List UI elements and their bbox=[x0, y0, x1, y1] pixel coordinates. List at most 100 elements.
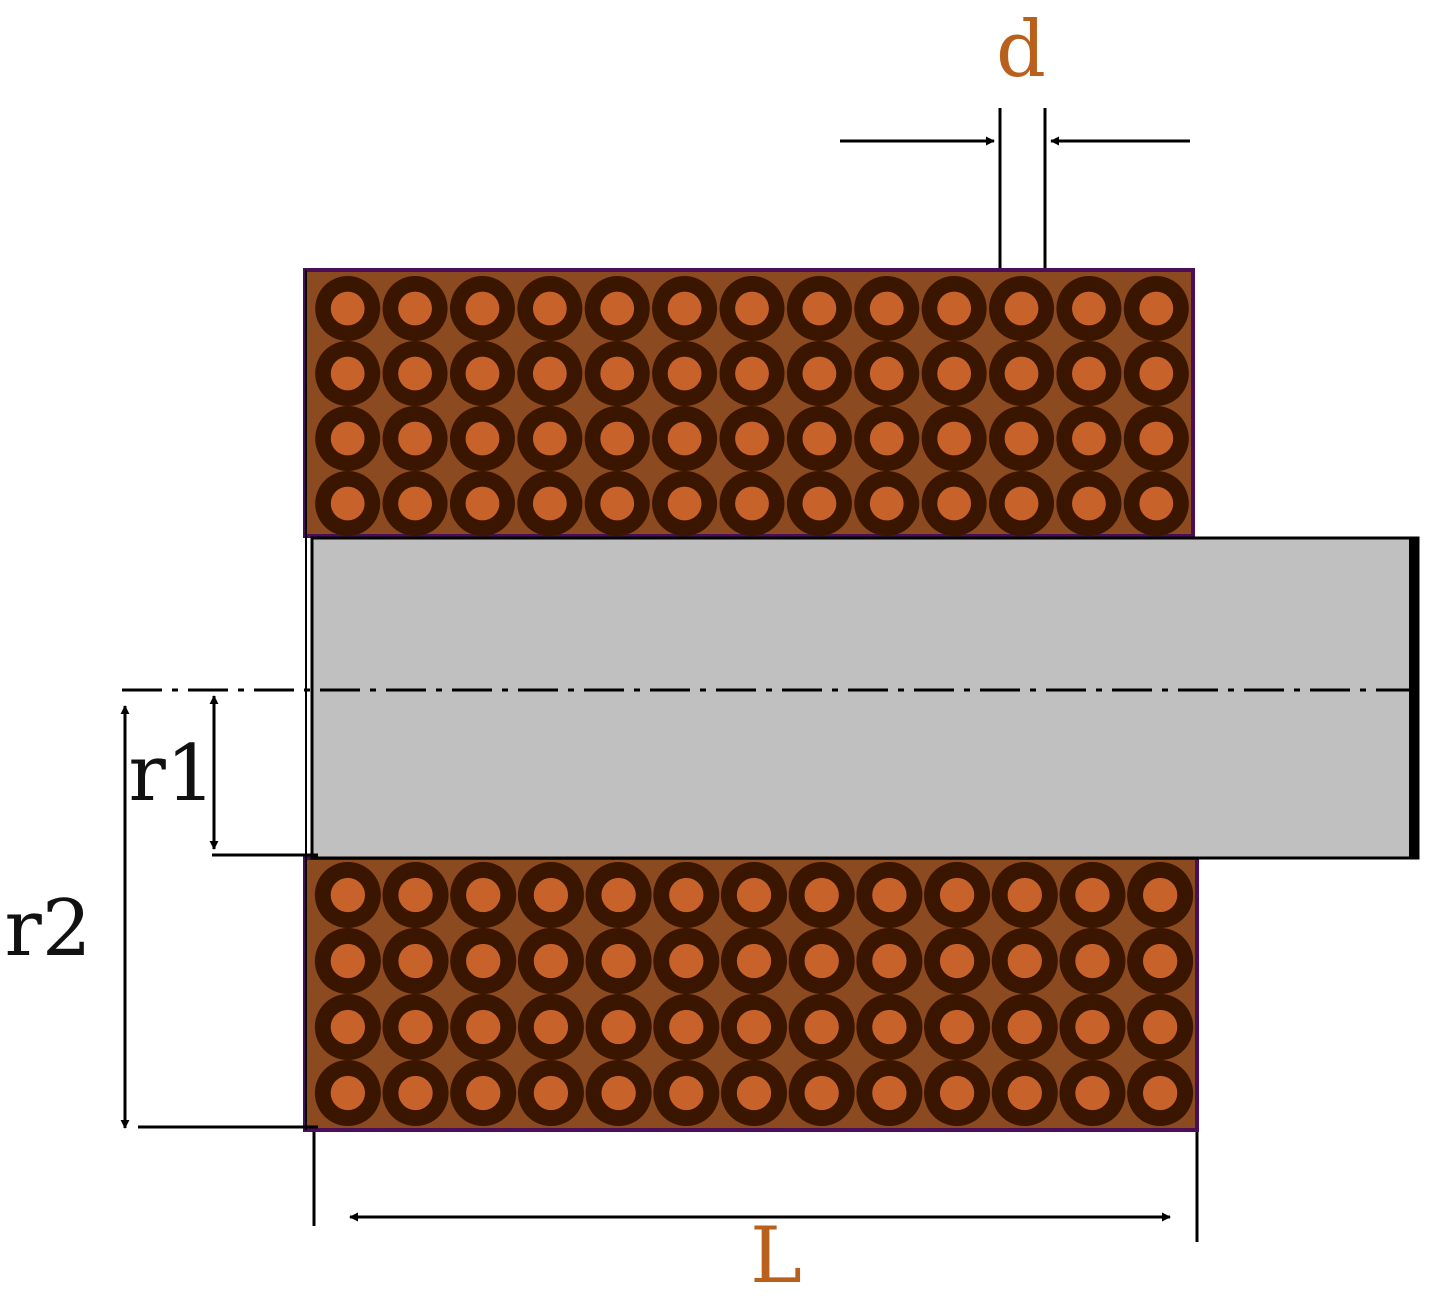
upper-wire-turn-conductor bbox=[1004, 291, 1039, 326]
upper-wire-turn-conductor bbox=[735, 356, 769, 391]
upper-wire-turn-conductor bbox=[398, 291, 432, 326]
lower-wire-turn-conductor bbox=[398, 1009, 433, 1045]
upper-wire-turn-conductor bbox=[532, 291, 567, 326]
lower-wire-turn-conductor bbox=[330, 1009, 366, 1045]
upper-wire-turn-conductor bbox=[1072, 421, 1106, 456]
lower-wire-turn-conductor bbox=[804, 877, 839, 913]
upper-wire-turn-conductor bbox=[600, 486, 635, 521]
upper-wire-turn-conductor bbox=[1139, 421, 1174, 456]
lower-wire-turn-conductor bbox=[1007, 943, 1042, 979]
d-dimension: d bbox=[840, 5, 1190, 268]
lower-wire-turn-conductor bbox=[1007, 1075, 1042, 1111]
upper-wire-turn-conductor bbox=[802, 421, 837, 456]
lower-wire-turn-conductor bbox=[736, 1009, 772, 1045]
lower-wire-turn-conductor bbox=[398, 1075, 433, 1111]
upper-wire-turn-conductor bbox=[330, 356, 365, 391]
upper-wire-turn-conductor bbox=[735, 486, 769, 521]
lower-wire-turn-conductor bbox=[872, 877, 907, 913]
lower-wire-turn-conductor bbox=[804, 943, 839, 979]
lower-wire-turn-conductor bbox=[804, 1075, 839, 1111]
core-shaft bbox=[310, 536, 1420, 860]
upper-wire-turn-conductor bbox=[937, 421, 972, 456]
lower-wire-turn-conductor bbox=[330, 877, 366, 913]
l-dimension: L bbox=[312, 1132, 1199, 1299]
d-label: d bbox=[996, 5, 1046, 95]
lower-wire-turn-conductor bbox=[939, 877, 975, 913]
lower-wire-turn-conductor bbox=[533, 877, 569, 913]
upper-wire-turn-conductor bbox=[398, 421, 432, 456]
upper-wire-turn-conductor bbox=[667, 291, 702, 326]
upper-wire-turn-conductor bbox=[667, 486, 702, 521]
lower-wire-turn-conductor bbox=[736, 877, 772, 913]
lower-wire-turn-conductor bbox=[1075, 1075, 1110, 1111]
upper-wire-turn-conductor bbox=[465, 486, 500, 521]
upper-wire-turn-conductor bbox=[1139, 291, 1174, 326]
lower-wire-turn-conductor bbox=[872, 943, 907, 979]
upper-wire-turn-conductor bbox=[532, 356, 567, 391]
upper-wire-turn-conductor bbox=[802, 486, 837, 521]
upper-wire-turn-conductor bbox=[1072, 486, 1106, 521]
lower-wire-turn-conductor bbox=[466, 1075, 501, 1111]
upper-wire-turn-conductor bbox=[330, 291, 365, 326]
lower-wire-turn-conductor bbox=[939, 1075, 975, 1111]
upper-wire-turn-conductor bbox=[667, 356, 702, 391]
r2-label: r2 bbox=[5, 884, 92, 974]
upper-wire-turn-conductor bbox=[1004, 356, 1039, 391]
lower-wire-turn-conductor bbox=[466, 877, 501, 913]
lower-wire-turn-conductor bbox=[1142, 1009, 1178, 1045]
upper-wire-turn-conductor bbox=[869, 291, 904, 326]
upper-wire-turn-conductor bbox=[1004, 421, 1039, 456]
lower-wire-turn-conductor bbox=[601, 1009, 636, 1045]
r1-label: r1 bbox=[129, 729, 216, 819]
r2-dimension: r2 bbox=[5, 705, 318, 1129]
lower-wire-turn-conductor bbox=[939, 1009, 975, 1045]
upper-wire-turn-conductor bbox=[398, 486, 432, 521]
lower-wire-turn-conductor bbox=[398, 943, 433, 979]
upper-wire-turn-conductor bbox=[465, 356, 500, 391]
lower-wire-turn-conductor bbox=[669, 943, 704, 979]
upper-wire-turn-conductor bbox=[937, 356, 972, 391]
upper-wire-turn-conductor bbox=[1139, 486, 1174, 521]
l-label: L bbox=[750, 1211, 802, 1299]
lower-wire-turn-conductor bbox=[601, 943, 636, 979]
upper-wire-turn-conductor bbox=[600, 356, 635, 391]
lower-winding-layer bbox=[303, 856, 1199, 1132]
upper-wire-turn-conductor bbox=[465, 421, 500, 456]
lower-wire-turn-conductor bbox=[736, 943, 772, 979]
lower-wire-turn-conductor bbox=[533, 943, 569, 979]
upper-wire-turn-conductor bbox=[1139, 356, 1174, 391]
upper-wire-turns bbox=[315, 276, 1189, 536]
upper-wire-turn-conductor bbox=[869, 356, 904, 391]
lower-wire-turn-conductor bbox=[466, 1009, 501, 1045]
lower-wire-turn-conductor bbox=[330, 943, 366, 979]
lower-wire-turn-conductor bbox=[330, 1075, 366, 1111]
lower-wire-turn-conductor bbox=[1075, 943, 1110, 979]
upper-wire-turn-conductor bbox=[398, 356, 432, 391]
upper-wire-turn-conductor bbox=[735, 291, 769, 326]
lower-wire-turn-conductor bbox=[533, 1009, 569, 1045]
upper-wire-turn-conductor bbox=[937, 486, 972, 521]
lower-wire-turn-conductor bbox=[1007, 877, 1042, 913]
upper-wire-turn-conductor bbox=[1072, 356, 1106, 391]
lower-wire-turn-conductor bbox=[736, 1075, 772, 1111]
lower-wire-turn-conductor bbox=[669, 1009, 704, 1045]
upper-wire-turn-conductor bbox=[869, 486, 904, 521]
lower-wire-turn-conductor bbox=[1142, 1075, 1178, 1111]
upper-wire-turn-conductor bbox=[1004, 486, 1039, 521]
lower-wire-turn-conductor bbox=[1142, 877, 1178, 913]
upper-winding-layer bbox=[303, 268, 1195, 538]
upper-wire-turn-conductor bbox=[735, 421, 769, 456]
lower-wire-turn-conductor bbox=[1142, 943, 1178, 979]
lower-wire-turn-conductor bbox=[872, 1075, 907, 1111]
lower-wire-turn-conductor bbox=[533, 1075, 569, 1111]
lower-wire-turn-conductor bbox=[1075, 1009, 1110, 1045]
upper-wire-turn-conductor bbox=[600, 291, 635, 326]
r1-dimension: r1 bbox=[129, 695, 318, 857]
lower-wire-turn-conductor bbox=[1075, 877, 1110, 913]
upper-wire-turn-conductor bbox=[465, 291, 500, 326]
lower-wire-turn-conductor bbox=[466, 943, 501, 979]
lower-wire-turn-conductor bbox=[601, 877, 636, 913]
upper-wire-turn-conductor bbox=[600, 421, 635, 456]
lower-wire-turn-conductor bbox=[669, 877, 704, 913]
